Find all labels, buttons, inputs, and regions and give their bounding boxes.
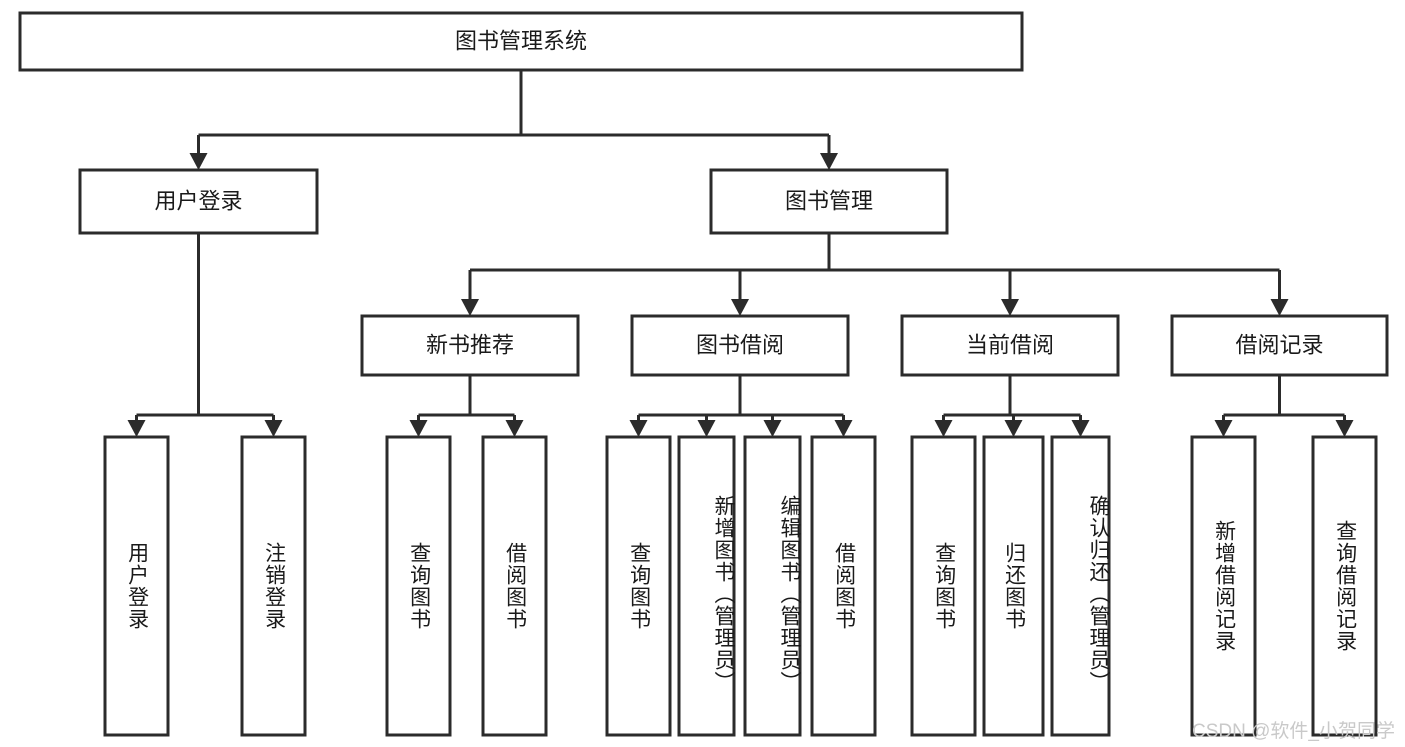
node-leaf-query-book-2[interactable] <box>605 435 672 737</box>
node-box <box>360 314 580 377</box>
node-book-manage[interactable]: 图书管理 <box>709 168 949 235</box>
node-box <box>982 435 1045 737</box>
node-label: 图书借阅 <box>696 332 784 357</box>
edges-from-borrow-record <box>1214 375 1354 437</box>
node-leaf-add-book[interactable] <box>677 435 736 737</box>
arrow-head <box>731 299 749 316</box>
node-borrow-record[interactable]: 借阅记录 <box>1170 314 1389 377</box>
node-label: 当前借阅 <box>966 332 1054 357</box>
node-leaf-user-login[interactable] <box>103 435 170 737</box>
node-leaf-query-book-1[interactable] <box>385 435 452 737</box>
arrow-head <box>409 420 428 437</box>
node-leaf-borrow-book-2[interactable] <box>810 435 877 737</box>
node-leaf-confirm-return[interactable] <box>1050 435 1111 737</box>
node-leaf-edit-book[interactable] <box>743 435 802 737</box>
arrow-head <box>1071 420 1090 437</box>
node-box <box>1311 435 1378 737</box>
node-book-borrow[interactable]: 图书借阅 <box>630 314 850 377</box>
node-box <box>810 435 877 737</box>
arrow-head <box>697 420 716 437</box>
edges-from-book-manage <box>461 233 1289 316</box>
node-box <box>18 11 1024 72</box>
node-box <box>240 435 307 737</box>
node-box <box>743 435 802 737</box>
node-root[interactable]: 图书管理系统 <box>18 11 1024 72</box>
arrow-head <box>189 153 208 170</box>
node-leaf-query-record[interactable] <box>1311 435 1378 737</box>
node-label: 图书管理 <box>785 188 873 213</box>
node-box <box>900 314 1120 377</box>
arrow-head <box>629 420 648 437</box>
arrow-head <box>461 299 479 316</box>
arrow-head <box>127 420 146 437</box>
edges-from-book-borrow <box>629 375 853 437</box>
node-leaf-query-book-3[interactable] <box>910 435 977 737</box>
arrow-head <box>1001 299 1019 316</box>
arrow-head <box>763 420 782 437</box>
node-label: 用户登录 <box>154 188 242 213</box>
arrow-head <box>1335 420 1354 437</box>
connector-layer <box>127 70 1354 437</box>
node-label: 新书推荐 <box>426 332 514 357</box>
node-box <box>385 435 452 737</box>
arrow-head <box>505 420 524 437</box>
arrow-head <box>264 420 283 437</box>
edges-from-root <box>189 70 838 170</box>
arrow-head <box>820 153 838 170</box>
node-box <box>709 168 949 235</box>
edges-from-user-login <box>127 233 283 437</box>
node-current-borrow[interactable]: 当前借阅 <box>900 314 1120 377</box>
node-box <box>1190 435 1257 737</box>
node-box <box>630 314 850 377</box>
node-box <box>677 435 736 737</box>
node-box <box>1050 435 1111 737</box>
node-label: 图书管理系统 <box>455 28 587 53</box>
node-box <box>1170 314 1389 377</box>
node-label: 借阅记录 <box>1235 332 1323 357</box>
watermark-text: CSDN @软件_小贺同学 <box>1192 721 1395 742</box>
node-leaf-borrow-book-1[interactable] <box>481 435 548 737</box>
edges-from-new-book-recommend <box>409 375 524 437</box>
arrow-head <box>1270 299 1289 316</box>
node-box <box>78 168 319 235</box>
node-box <box>103 435 170 737</box>
node-box <box>605 435 672 737</box>
arrow-head <box>1004 420 1023 437</box>
node-user-login[interactable]: 用户登录 <box>78 168 319 235</box>
arrow-head <box>834 420 853 437</box>
node-box <box>910 435 977 737</box>
arrow-head <box>934 420 953 437</box>
arrow-head <box>1214 420 1233 437</box>
edges-from-current-borrow <box>934 375 1090 437</box>
node-leaf-user-logout[interactable] <box>240 435 307 737</box>
node-box <box>481 435 548 737</box>
node-leaf-add-record[interactable] <box>1190 435 1257 737</box>
node-leaf-return-book[interactable] <box>982 435 1045 737</box>
node-new-book-recommend[interactable]: 新书推荐 <box>360 314 580 377</box>
